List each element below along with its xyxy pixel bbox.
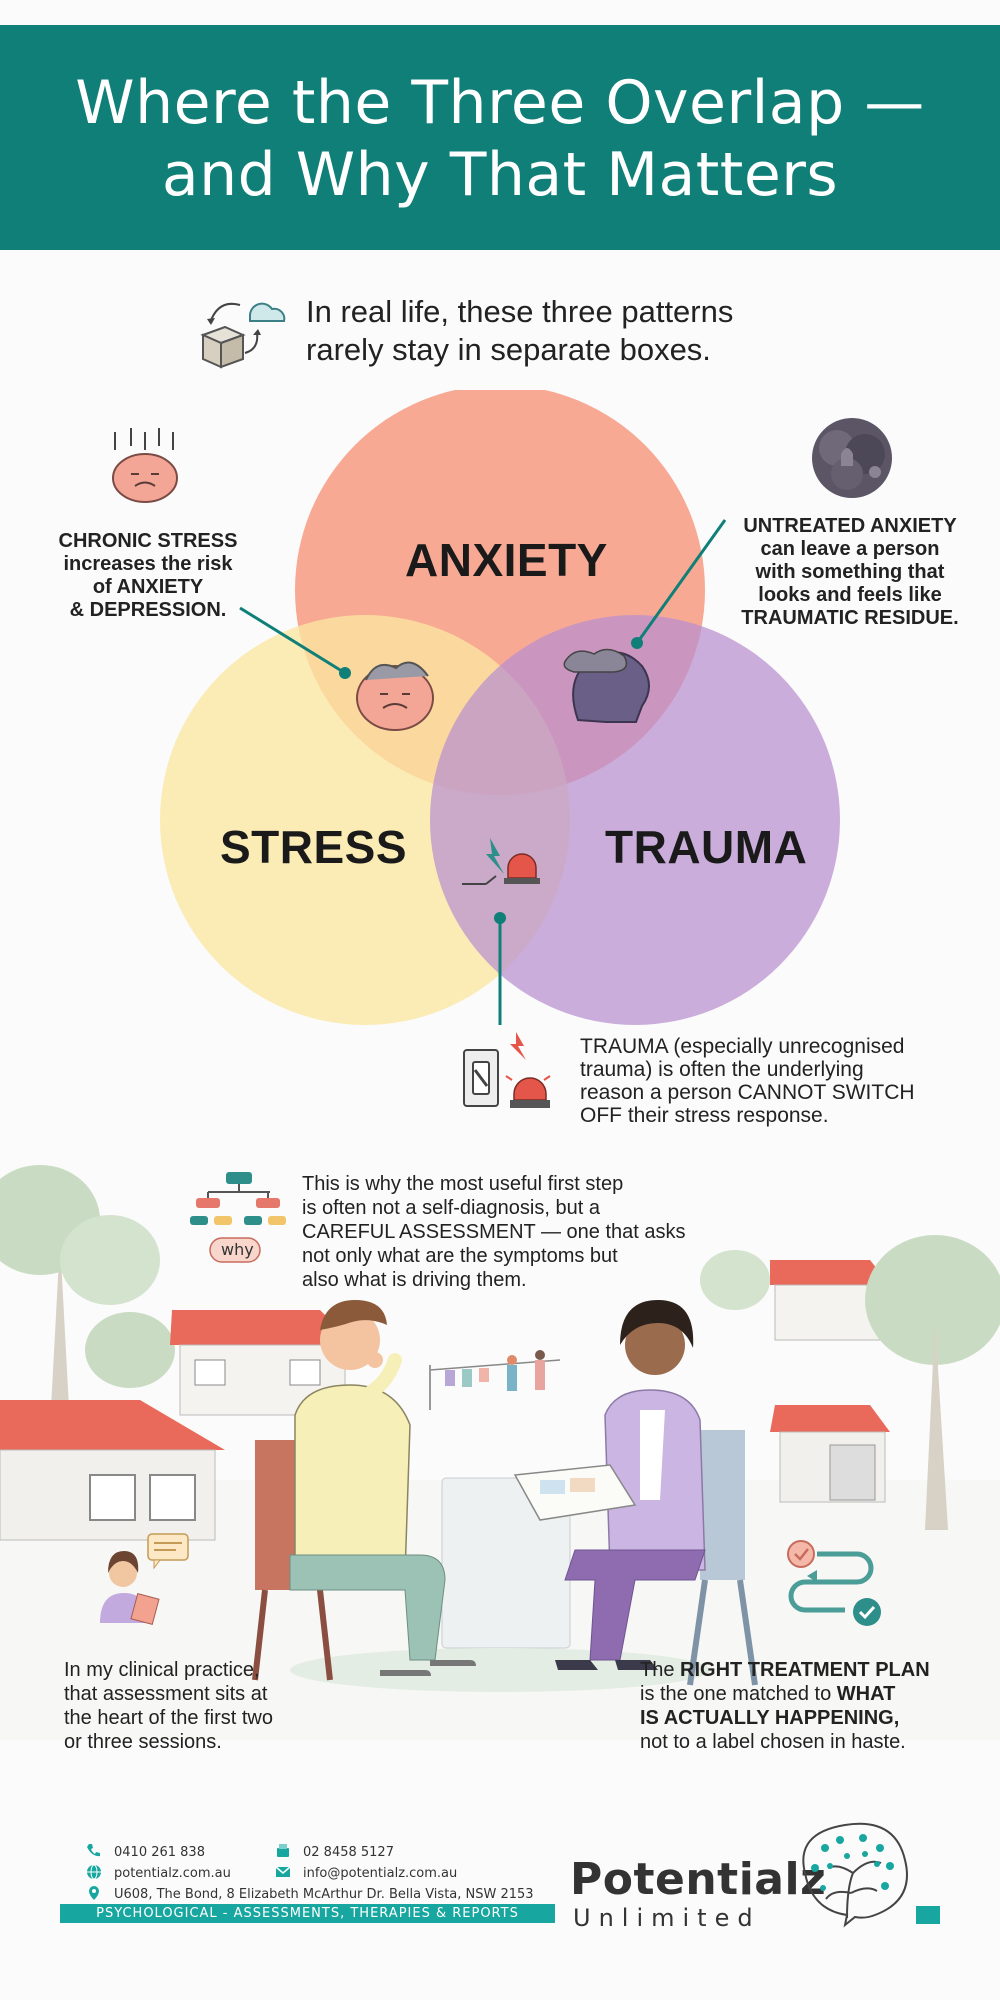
email-address: info@potentialz.com.au — [303, 1866, 458, 1881]
street-address: U608, The Bond, 8 Elizabeth McArthur Dr.… — [114, 1887, 534, 1902]
anxiety-connector-dot — [631, 637, 643, 649]
stressed-brain-icon — [356, 661, 434, 731]
mail-icon — [275, 1864, 291, 1880]
left-tree — [0, 1165, 175, 1520]
trauma-callout: TRAUMA (especially unrecognised trauma) … — [580, 1035, 980, 1127]
assessment-line-1: This is why the most useful first step — [302, 1173, 624, 1195]
tree-logo-icon — [785, 1818, 915, 1928]
venn-diagram: ANXIETY STRESS TRAUMA — [0, 390, 1000, 1040]
anxiety-callout-line-5: TRAUMATIC RESIDUE. — [741, 607, 959, 629]
anxiety-callout-line-3: with something that — [755, 561, 945, 583]
tagline-bar: PSYCHOLOGICAL - ASSESSMENTS, THERAPIES &… — [60, 1904, 555, 1923]
practice-line-2: that assessment sits at — [64, 1683, 268, 1705]
stress-connector-dot — [339, 667, 351, 679]
trauma-callout-line-3: reason a person CANNOT SWITCH — [580, 1081, 915, 1104]
intro-line-1: In real life, these three patterns — [306, 294, 734, 329]
header-banner: Where the Three Overlap — and Why That M… — [0, 25, 1000, 250]
anxiety-callout-line-4: looks and feels like — [758, 584, 942, 606]
alarm-switch-icon — [462, 838, 540, 885]
trauma-circle — [430, 615, 840, 1025]
table — [441, 1477, 571, 1649]
anxiety-callout: UNTREATED ANXIETY can leave a person wit… — [730, 515, 970, 630]
practice-note: In my clinical practice, that assessment… — [64, 1658, 394, 1754]
brand-logo-name: Potentialz — [570, 1854, 827, 1905]
anxiety-callout-line-2: can leave a person — [760, 538, 940, 560]
stress-connector — [239, 606, 346, 675]
trauma-callout-line-2: trauma) is often the underlying — [580, 1058, 864, 1081]
trauma-callout-line-1: TRAUMA (especially unrecognised — [580, 1035, 905, 1058]
assessment-line-2: is often not a self-diagnosis, but a — [302, 1197, 600, 1219]
stress-label: STRESS — [220, 821, 408, 873]
stress-callout-line-1: CHRONIC STRESS — [58, 530, 238, 552]
trauma-connector-dot — [494, 912, 506, 924]
location-pin-icon — [86, 1885, 102, 1901]
intro-text: In real life, these three patterns rarel… — [306, 293, 866, 369]
assessment-line-4: not only what are the symptoms but — [302, 1245, 618, 1267]
anxiety-connector — [635, 519, 727, 644]
treatment-line-1: The RIGHT TREATMENT PLAN — [640, 1659, 930, 1681]
trauma-callout-line-4: OFF their stress response. — [580, 1104, 829, 1127]
trauma-label: TRAUMA — [605, 821, 808, 873]
dark-cloud-ghost-icon — [805, 410, 900, 505]
fax-number: 02 8458 5127 — [303, 1845, 394, 1860]
stress-callout: CHRONIC STRESS increases the risk of ANX… — [48, 530, 248, 622]
man-seated — [252, 1300, 476, 1681]
practice-line-4: or three sessions. — [64, 1731, 222, 1753]
brand-accent-square — [916, 1906, 940, 1924]
phone-icon — [86, 1843, 102, 1859]
website-link: potentialz.com.au — [114, 1866, 231, 1881]
storm-head-icon — [563, 648, 650, 723]
box-cloud-icon — [195, 285, 290, 375]
web-contact[interactable]: potentialz.com.au — [86, 1864, 231, 1881]
practice-line-3: the heart of the first two — [64, 1707, 273, 1729]
fax-contact: 02 8458 5127 — [275, 1843, 394, 1860]
treatment-note: The RIGHT TREATMENT PLAN is the one matc… — [640, 1658, 985, 1754]
globe-icon — [86, 1864, 102, 1880]
assessment-text: This is why the most useful first step i… — [302, 1172, 732, 1292]
woman-seated — [513, 1300, 758, 1686]
page-title: Where the Three Overlap — and Why That M… — [0, 67, 1000, 211]
brand-logo-subtitle: Unlimited — [573, 1904, 761, 1932]
fax-icon — [275, 1843, 291, 1859]
anxiety-label: ANXIETY — [405, 534, 608, 586]
email-contact[interactable]: info@potentialz.com.au — [275, 1864, 457, 1881]
left-house — [0, 1310, 355, 1541]
clothesline — [429, 1350, 561, 1410]
process-flow-icon — [785, 1538, 885, 1638]
stress-callout-line-4: & DEPRESSION. — [69, 599, 227, 621]
treatment-line-3: IS ACTUALLY HAPPENING, — [640, 1707, 900, 1729]
phone-number: 0410 261 838 — [114, 1845, 205, 1860]
stressed-brain-arrows-icon — [105, 428, 185, 508]
anxiety-callout-line-1: UNTREATED ANXIETY — [743, 515, 957, 537]
assessment-line-5: also what is driving them. — [302, 1269, 527, 1291]
treatment-line-4: not to a label chosen in haste. — [640, 1731, 906, 1753]
stress-callout-line-2: increases the risk — [63, 553, 233, 575]
switch-alarm-icon — [460, 1030, 555, 1112]
title-line-2: and Why That Matters — [161, 140, 839, 210]
title-line-1: Where the Three Overlap — — [75, 68, 925, 138]
assessment-line-3: CAREFUL ASSESSMENT — one that asks — [302, 1221, 686, 1243]
clinician-notes-icon — [88, 1528, 198, 1628]
intro-line-2: rarely stay in separate boxes. — [306, 332, 711, 367]
stress-callout-line-3: of ANXIETY — [92, 576, 204, 598]
practice-line-1: In my clinical practice, — [64, 1659, 260, 1681]
why-label: why — [221, 1240, 254, 1259]
hierarchy-why-icon: why — [188, 1170, 288, 1270]
address-contact: U608, The Bond, 8 Elizabeth McArthur Dr.… — [86, 1885, 534, 1902]
treatment-line-2: is the one matched to WHAT — [640, 1683, 896, 1705]
phone-contact[interactable]: 0410 261 838 — [86, 1843, 205, 1860]
right-houses — [700, 1235, 1000, 1530]
